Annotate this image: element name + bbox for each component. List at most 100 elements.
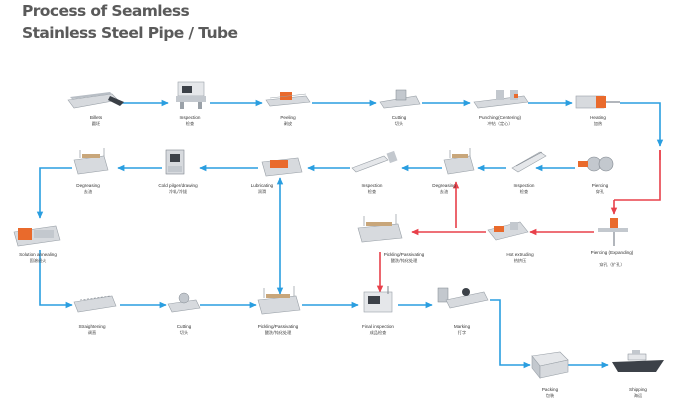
flow-lines-red xyxy=(376,150,661,293)
step-hotextruding-cn: 热挤压 xyxy=(514,257,527,264)
step-peeling-cn: 剥皮 xyxy=(284,120,292,127)
arrow-heating-down xyxy=(620,102,664,147)
step-inspection-3-cn: 检查 xyxy=(368,188,377,195)
peeling-machine-icon xyxy=(265,92,311,107)
arrow-solution-straightening xyxy=(39,250,73,309)
step-heating: Heating 加热 xyxy=(590,115,606,127)
step-heating-label: Heating xyxy=(590,115,606,120)
title-line-1: Process of Seamless xyxy=(22,2,190,20)
inspection-table-icon-2 xyxy=(511,151,547,173)
step-hotextruding: Hot extruding 热挤压 xyxy=(506,252,534,264)
furnace-icon xyxy=(575,95,620,109)
step-pickling-2: Pickling/Passivating 酸洗/钝化处理 xyxy=(258,324,299,336)
step-billets-cn: 圆坯 xyxy=(92,120,101,127)
step-piercing-2-label: Piercing (Expanding) xyxy=(591,250,634,255)
step-pickling-1-label: Pickling/Passivating xyxy=(384,252,425,257)
step-punching-cn: 冲钻（定心） xyxy=(487,120,512,127)
piercing-mill-icon xyxy=(578,156,614,172)
test-station-icon xyxy=(363,286,393,313)
step-finalinspection: Final inspection 成品检查 xyxy=(362,324,394,336)
step-finalinspection-label: Final inspection xyxy=(362,324,394,329)
step-punching-label: Punching(Centering) xyxy=(479,115,522,120)
step-marking: Marking 打字 xyxy=(454,324,471,335)
step-degreasing-2-label: Degreasing xyxy=(76,183,100,188)
step-degreasing-1: Degreasing 去油 xyxy=(432,183,456,195)
step-inspection-2-label: Inspection xyxy=(514,183,535,188)
pickling-tank-icon-1 xyxy=(357,214,403,243)
step-inspection-2-cn: 检查 xyxy=(520,188,529,195)
expander-icon xyxy=(598,218,628,246)
step-billets-label: Billets xyxy=(90,115,103,120)
step-solution: Solution annealing 固溶退火 xyxy=(19,252,57,264)
saw-machine-icon-2 xyxy=(167,292,201,313)
marking-machine-icon xyxy=(437,287,489,309)
lubricating-tank-icon xyxy=(261,157,303,177)
step-inspection-1: Inspection 检查 xyxy=(180,115,201,127)
step-solution-label: Solution annealing xyxy=(19,252,57,257)
step-packing: Packing 包装 xyxy=(542,387,559,399)
step-piercing-1-label: Piercing xyxy=(592,183,609,188)
step-packing-label: Packing xyxy=(542,387,559,392)
step-cold: Cold pilger/drawing 冷轧/冷拔 xyxy=(158,183,198,195)
step-piercing-1: Piercing 穿孔 xyxy=(592,183,609,195)
arrow-degreasing-solution xyxy=(36,167,72,219)
inspection-table-icon-3 xyxy=(351,150,398,173)
annealing-furnace-icon xyxy=(13,225,61,247)
cold-mill-icon xyxy=(165,149,185,175)
step-degreasing-1-label: Degreasing xyxy=(432,183,456,188)
straightener-icon xyxy=(73,295,117,313)
step-peeling: Peeling 剥皮 xyxy=(280,115,296,127)
step-lubricating-cn: 润滑 xyxy=(258,188,266,195)
step-inspection-3-label: Inspection xyxy=(362,183,383,188)
arrow-marking-packing xyxy=(490,299,531,369)
step-cutting-1-cn: 切头 xyxy=(395,120,403,127)
step-hotextruding-label: Hot extruding xyxy=(506,252,534,257)
packing-crate-icon xyxy=(531,351,569,379)
step-finalinspection-cn: 成品检查 xyxy=(370,329,388,336)
step-shipping-cn: 海运 xyxy=(634,392,643,399)
step-cutting-1-label: Cutting xyxy=(392,115,407,120)
step-billets: Billets 圆坯 xyxy=(90,115,103,127)
step-pickling-2-label: Pickling/Passivating xyxy=(258,324,299,329)
step-inspection-3: Inspection 检查 xyxy=(362,183,383,195)
step-pickling-1-cn: 酸洗/钝化处理 xyxy=(391,257,418,264)
step-lubricating: Lubricating 润滑 xyxy=(251,183,274,195)
step-marking-label: Marking xyxy=(454,324,471,329)
step-inspection-2: Inspection 检查 xyxy=(514,183,535,195)
pickling-tank-icon-2 xyxy=(257,286,301,315)
step-marking-cn: 打字 xyxy=(458,329,466,335)
step-cutting-2: Cutting 切头 xyxy=(177,324,192,336)
tank-icon-2 xyxy=(73,148,109,175)
punch-press-icon xyxy=(473,90,529,109)
step-straightening-label: Straightening xyxy=(78,324,106,329)
step-cutting-1: Cutting 切头 xyxy=(392,115,407,127)
step-packing-cn: 包装 xyxy=(546,392,555,399)
step-solution-cn: 固溶退火 xyxy=(30,257,48,264)
step-piercing-2-cn: 穿孔（扩孔） xyxy=(599,261,624,268)
step-cutting-2-label: Cutting xyxy=(177,324,192,329)
step-straightening: Straightening 调直 xyxy=(78,324,106,336)
step-pickling-1: Pickling/Passivating 酸洗/钝化处理 xyxy=(384,252,425,264)
flow-lines-blue xyxy=(36,99,664,369)
step-inspection-1-cn: 检查 xyxy=(186,120,195,127)
step-peeling-label: Peeling xyxy=(280,115,296,120)
step-cold-label: Cold pilger/drawing xyxy=(158,183,198,188)
step-piercing-2: Piercing (Expanding) 穿孔（扩孔） xyxy=(591,250,634,268)
inspection-station-icon xyxy=(176,81,206,109)
arrow-down-to-piercing-row xyxy=(614,150,661,201)
step-heating-cn: 加热 xyxy=(594,120,603,127)
step-lubricating-label: Lubricating xyxy=(251,183,274,188)
step-degreasing-1-cn: 去油 xyxy=(440,188,448,195)
step-shipping-label: Shipping xyxy=(629,387,647,392)
extruder-icon xyxy=(487,221,529,241)
step-pickling-2-cn: 酸洗/钝化处理 xyxy=(265,329,292,336)
step-piercing-1-cn: 穿孔 xyxy=(596,188,605,195)
title-line-2: Stainless Steel Pipe / Tube xyxy=(22,24,238,42)
tank-icon-1 xyxy=(443,148,475,175)
step-cold-cn: 冷轧/冷拔 xyxy=(169,188,188,195)
step-shipping: Shipping 海运 xyxy=(629,387,647,399)
step-inspection-1-label: Inspection xyxy=(180,115,201,120)
saw-machine-icon xyxy=(379,89,421,109)
step-degreasing-2-cn: 去油 xyxy=(84,188,92,195)
